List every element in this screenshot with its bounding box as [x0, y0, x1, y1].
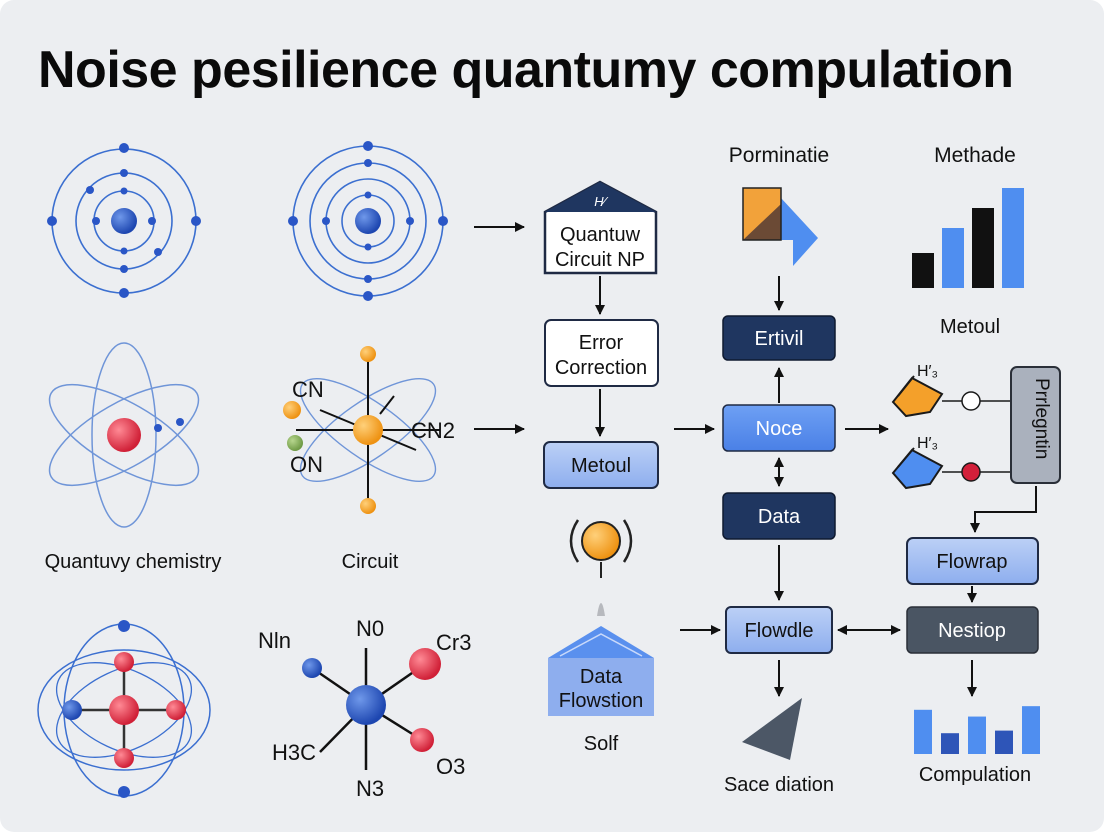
caption-circuit: Circuit	[342, 551, 399, 573]
noce-box[interactable]	[722, 404, 836, 452]
metoul-box-label: Metoul	[571, 455, 631, 477]
atom-label-on: ON	[290, 452, 323, 477]
bottom-molecule	[302, 648, 441, 770]
flowrap-box-label: Flowrap	[936, 551, 1007, 573]
caption-metoul-right: Metoul	[940, 316, 1000, 338]
bar-icon-top-3	[1002, 188, 1024, 288]
atom-label-n3: N3	[356, 776, 384, 801]
atom-diagram-top-left	[47, 143, 201, 298]
node-open-circle	[961, 391, 981, 411]
bar-chart-icon-bottom	[914, 706, 1040, 754]
quantum-box-line1: Quantuw	[560, 224, 641, 246]
error-box-line1: Error	[579, 332, 624, 354]
header-methade: Methade	[934, 144, 1016, 167]
error-box-line2: Correction	[555, 357, 647, 379]
error-correction-box[interactable]	[544, 319, 659, 387]
metoul-box[interactable]	[543, 441, 659, 489]
atom-label-nln: Nln	[258, 628, 291, 653]
data-flow-line1: Data	[580, 666, 623, 688]
bar-icon-bottom-0	[914, 709, 932, 754]
bar-icon-bottom-1	[941, 733, 959, 754]
data-box-label: Data	[758, 506, 801, 528]
bar-chart-icon-top	[912, 188, 1024, 288]
caption-solf: Solf	[584, 733, 619, 755]
atom-label-o3: O3	[436, 754, 465, 779]
quantum-box-line2: Circuit NP	[555, 249, 645, 271]
caption-compulation: Compulation	[919, 764, 1031, 786]
atom-label-h3c: H3C	[272, 740, 316, 765]
flowdle-box[interactable]	[725, 606, 833, 654]
noce-box-label: Noce	[756, 418, 803, 440]
pentagon-orange-icon	[891, 375, 944, 418]
prrlegntin-box-label: Prrlegntin	[1031, 378, 1052, 459]
data-flow-line2: Flowstion	[559, 690, 643, 712]
bar-icon-bottom-4	[1022, 706, 1040, 754]
paper-plane-icon	[742, 698, 802, 760]
circuit-molecule	[283, 346, 440, 514]
document-flag-icon	[742, 187, 818, 266]
prrlegntin-box[interactable]	[1010, 366, 1061, 484]
header-porminatie: Porminatie	[729, 144, 829, 167]
atom-label-cn: CN	[292, 377, 324, 402]
h-label-1: H′₃	[917, 363, 938, 380]
flowdle-box-label: Flowdle	[745, 620, 814, 642]
data-flow-box[interactable]	[548, 626, 654, 716]
atom-label-cr3: Cr3	[436, 630, 471, 655]
data-box[interactable]	[722, 492, 836, 540]
caption-space-diation: Sace diation	[724, 774, 834, 796]
pentagon-blue-icon	[891, 447, 944, 490]
atom-label-n0: N0	[356, 616, 384, 641]
node-filled-circle	[961, 462, 981, 482]
quantum-box-badge: H⁄	[594, 194, 608, 209]
atom-diagram-top-second	[288, 141, 448, 301]
molecule-orbit-bottom-left	[37, 620, 211, 798]
ertivil-box-label: Ertivil	[755, 328, 804, 350]
bar-icon-top-2	[972, 208, 994, 288]
arrow-prrlegntin-to-flowrap	[970, 486, 1037, 533]
sensor-icon	[569, 519, 633, 616]
bar-icon-top-1	[942, 228, 964, 288]
bar-icon-bottom-3	[995, 730, 1013, 754]
atom-orbital-diagram	[48, 342, 200, 528]
h-label-2: H′₃	[917, 435, 938, 452]
atom-label-cn2: CN2	[411, 418, 455, 443]
flowrap-box[interactable]	[906, 537, 1039, 585]
ertivil-box[interactable]	[722, 315, 836, 361]
bar-icon-bottom-2	[968, 716, 986, 754]
page-title: Noise pesilience quantumy compulation	[38, 41, 1014, 99]
quantum-circuit-box[interactable]	[543, 180, 658, 275]
nestiop-box[interactable]	[906, 606, 1039, 654]
caption-quantum-chemistry: Quantuvy chemistry	[45, 551, 222, 573]
bar-icon-top-0	[912, 253, 934, 288]
nestiop-box-label: Nestiop	[938, 620, 1006, 642]
